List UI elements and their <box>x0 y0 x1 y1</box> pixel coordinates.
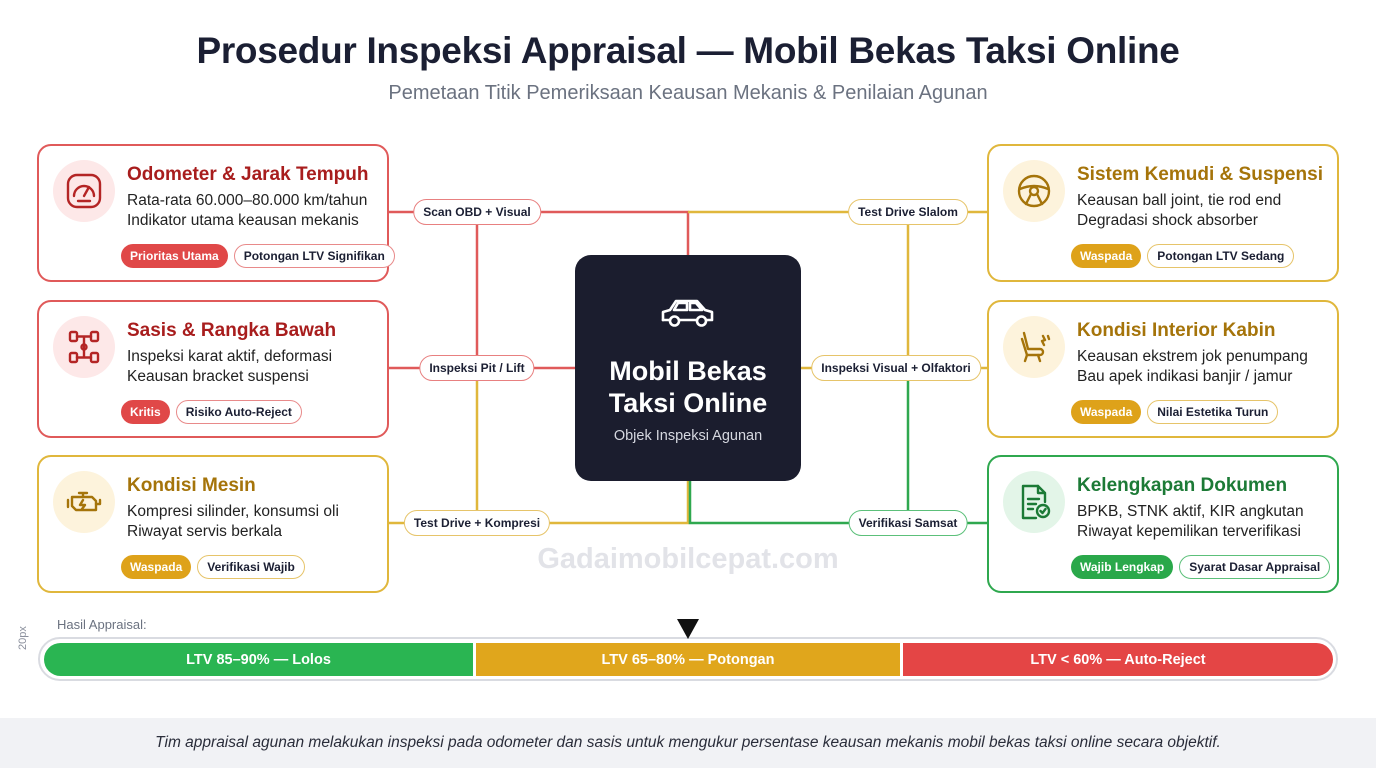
card-detail: Riwayat kepemilikan terverifikasi <box>1077 523 1301 540</box>
connector-label-interior: Inspeksi Visual + Olfaktori <box>811 355 981 381</box>
priority-badge: Prioritas Utama <box>121 244 228 268</box>
card-detail: Indikator utama keausan mekanis <box>127 212 359 229</box>
connector-label-kemudi: Test Drive Slalom <box>848 199 968 225</box>
car-icon <box>659 295 717 336</box>
footer: Tim appraisal agunan melakukan inspeksi … <box>0 718 1376 768</box>
chassis-icon <box>53 316 115 378</box>
watermark: Gadaimobilcepat.com <box>537 543 839 575</box>
card-interior: Kondisi Interior Kabin Keausan ekstrem j… <box>987 300 1339 438</box>
card-detail: Inspeksi karat aktif, deformasi <box>127 348 333 365</box>
card-mesin: Kondisi Mesin Kompresi silinder, konsums… <box>37 455 389 593</box>
card-detail: Bau apek indikasi banjir / jamur <box>1077 368 1293 385</box>
card-title: Sasis & Rangka Bawah <box>127 320 337 341</box>
center-node: Mobil Bekas Taksi Online Objek Inspeksi … <box>575 255 801 481</box>
impact-badge: Potongan LTV Signifikan <box>233 244 395 268</box>
card-detail: Degradasi shock absorber <box>1077 212 1258 229</box>
impact-badge: Potongan LTV Sedang <box>1147 244 1295 268</box>
connector-label-odometer: Scan OBD + Visual <box>413 199 541 225</box>
card-title: Sistem Kemudi & Suspensi <box>1077 164 1324 185</box>
card-title: Kelengkapan Dokumen <box>1077 475 1288 496</box>
priority-badge: Waspada <box>121 555 192 579</box>
ltv-segment-lolos: LTV 85–90% — Lolos <box>44 643 473 676</box>
impact-badge: Verifikasi Wajib <box>197 555 305 579</box>
card-dokumen: Kelengkapan Dokumen BPKB, STNK aktif, KI… <box>987 455 1339 593</box>
priority-badge: Kritis <box>121 400 170 424</box>
card-detail: Keausan bracket suspensi <box>127 368 309 385</box>
footer-caption: Tim appraisal agunan melakukan inspeksi … <box>155 734 1221 751</box>
priority-badge: Wajib Lengkap <box>1071 555 1174 579</box>
card-detail: Keausan ball joint, tie rod end <box>1077 192 1282 209</box>
card-title: Kondisi Mesin <box>127 475 256 496</box>
card-title: Odometer & Jarak Tempuh <box>127 164 369 185</box>
speedometer-icon <box>53 160 115 222</box>
result-marker-icon <box>677 619 699 639</box>
page-subtitle: Pemetaan Titik Pemeriksaan Keausan Mekan… <box>388 82 988 104</box>
priority-badge: Waspada <box>1071 400 1142 424</box>
connector-label-mesin: Test Drive + Kompresi <box>403 510 551 536</box>
connector-label-dokumen: Verifikasi Samsat <box>848 510 968 536</box>
ltv-segment-auto-reject: LTV < 60% — Auto-Reject <box>903 643 1333 676</box>
card-detail: Keausan ekstrem jok penumpang <box>1077 348 1308 365</box>
ltv-segment-potongan: LTV 65–80% — Potongan <box>476 643 900 676</box>
engine-icon <box>53 471 115 533</box>
steering-wheel-icon <box>1003 160 1065 222</box>
card-detail: Riwayat servis berkala <box>127 523 283 540</box>
impact-badge: Syarat Dasar Appraisal <box>1179 555 1331 579</box>
car-seat-icon <box>1003 316 1065 378</box>
card-detail: Rata-rata 60.000–80.000 km/tahun <box>127 192 368 209</box>
page-title: Prosedur Inspeksi Appraisal — Mobil Beka… <box>196 30 1180 71</box>
card-kemudi: Sistem Kemudi & Suspensi Keausan ball jo… <box>987 144 1339 282</box>
center-title: Mobil Bekas Taksi Online <box>608 356 768 418</box>
impact-badge: Nilai Estetika Turun <box>1147 400 1279 424</box>
document-check-icon <box>1003 471 1065 533</box>
card-title: Kondisi Interior Kabin <box>1077 320 1276 341</box>
connector-label-sasis: Inspeksi Pit / Lift <box>419 355 535 381</box>
side-label: 20px <box>17 626 29 650</box>
card-sasis: Sasis & Rangka Bawah Inspeksi karat akti… <box>37 300 389 438</box>
card-detail: Kompresi silinder, konsumsi oli <box>127 503 339 520</box>
center-subtitle: Objek Inspeksi Agunan <box>613 428 763 444</box>
card-detail: BPKB, STNK aktif, KIR angkutan <box>1077 503 1304 520</box>
priority-badge: Waspada <box>1071 244 1142 268</box>
result-label: Hasil Appraisal: <box>57 617 147 632</box>
impact-badge: Risiko Auto-Reject <box>175 400 302 424</box>
card-odometer: Odometer & Jarak Tempuh Rata-rata 60.000… <box>37 144 395 282</box>
